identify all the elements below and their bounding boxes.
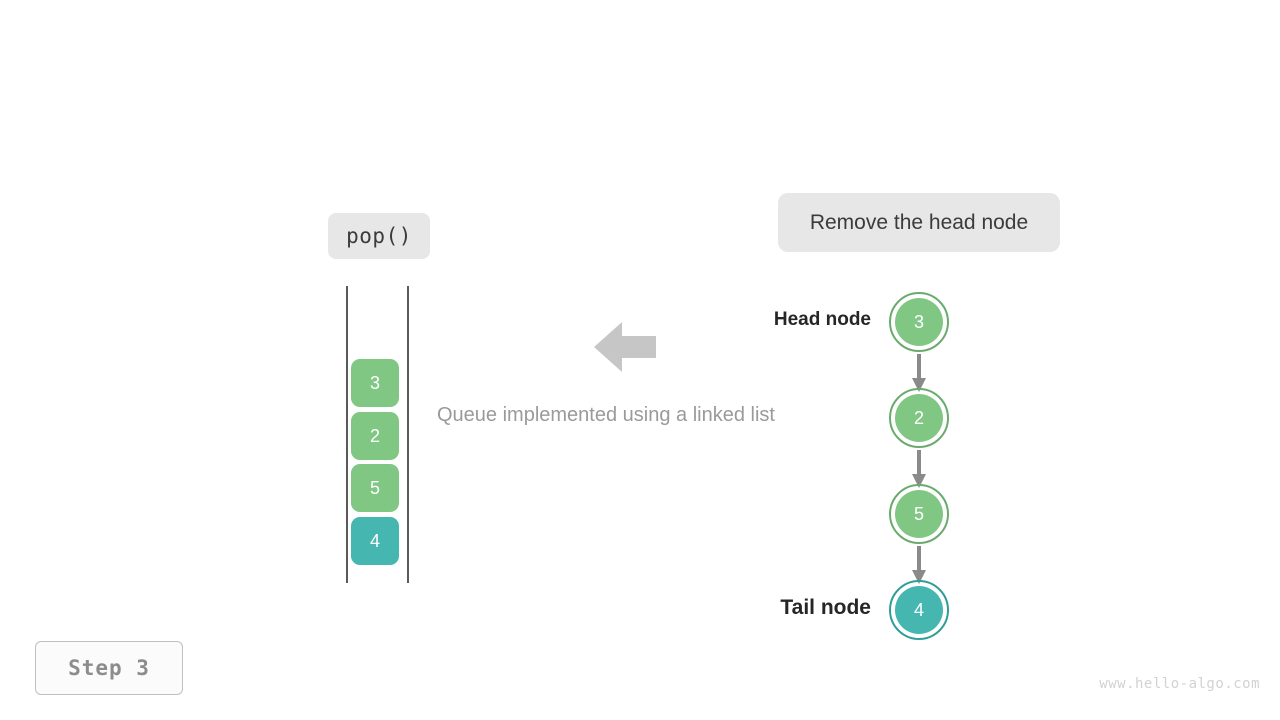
linked-list-arrow-down-icon: [909, 546, 929, 584]
linked-list-node-value: 3: [895, 298, 943, 346]
watermark: www.hello-algo.com: [1099, 676, 1260, 692]
linked-list-arrow-down-icon: [909, 354, 929, 392]
linked-list-node-value: 4: [895, 586, 943, 634]
linked-list-node-value: 2: [895, 394, 943, 442]
step-badge: Step 3: [35, 641, 183, 695]
linked-list-arrow-down-icon: [909, 450, 929, 488]
linked-list-node-middle: 5: [889, 484, 949, 544]
diagram-caption: Queue implemented using a linked list: [437, 404, 775, 426]
linked-list-node-middle: 2: [889, 388, 949, 448]
linked-list-node-tail: 4: [889, 580, 949, 640]
queue-cell: 4: [351, 517, 399, 565]
linked-list-node-head: 3: [889, 292, 949, 352]
pop-operation-label: pop(): [328, 213, 430, 259]
queue-rail-left: [346, 286, 348, 583]
queue-cell: 2: [351, 412, 399, 460]
head-node-label: Head node: [773, 309, 871, 330]
linked-list-node-value: 5: [895, 490, 943, 538]
queue-cell: 5: [351, 464, 399, 512]
action-callout: Remove the head node: [778, 193, 1060, 252]
queue-cell: 3: [351, 359, 399, 407]
tail-node-label: Tail node: [780, 596, 871, 619]
transfer-arrow-left-icon: [594, 318, 656, 376]
queue-rail-right: [407, 286, 409, 583]
